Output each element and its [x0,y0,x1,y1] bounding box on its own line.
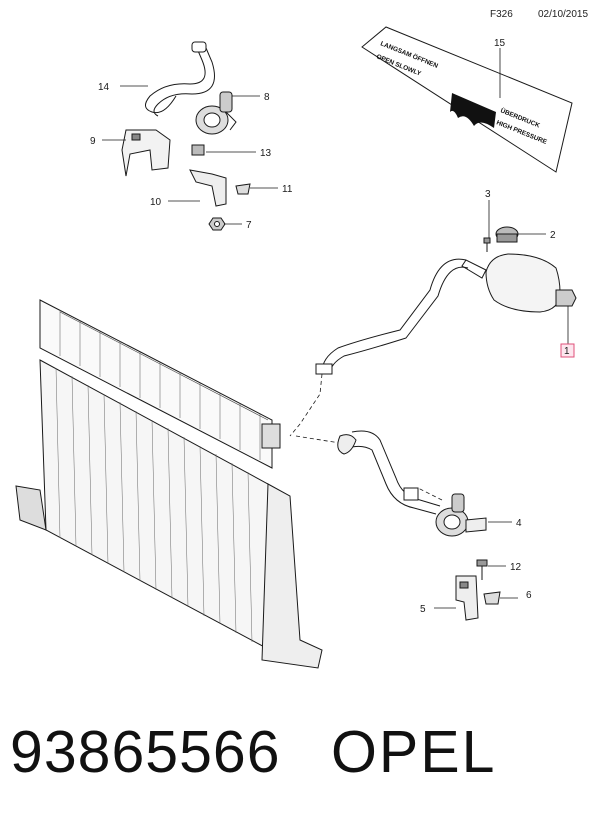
callout-1-highlight [560,343,575,358]
aux-water-pump-4 [435,493,487,537]
clip-6 [483,591,501,605]
leader-lines [102,48,569,609]
diagram-date: 02/10/2015 [538,9,589,20]
callout-2[interactable]: 2 [550,230,556,241]
callout-1[interactable]: 1 [564,346,570,357]
bracket-10 [189,169,227,207]
parts-diagram: LANGSAM ÖFFNEN OPEN SLOWLY ÜBERDRUCK HIG… [15,26,577,669]
callout-10[interactable]: 10 [150,197,162,208]
bracket-9 [121,129,171,177]
callout-9[interactable]: 9 [90,136,96,147]
callout-15[interactable]: 15 [494,38,506,49]
callout-7[interactable]: 7 [246,220,252,231]
callout-12[interactable]: 12 [510,562,522,573]
nut-7 [208,217,226,231]
callout-14[interactable]: 14 [98,82,110,93]
callout-8[interactable]: 8 [264,92,270,103]
bolt-12 [476,559,488,580]
bracket-5 [455,575,479,621]
callout-4[interactable]: 4 [516,518,522,529]
radiator [39,299,281,469]
cap-2 [495,226,519,243]
connector-lines [289,373,443,501]
callout-6[interactable]: 6 [526,590,532,601]
clip-11 [235,183,251,195]
diagram-code: F326 [490,9,513,20]
lower-hose [337,430,441,515]
upper-hose-14 [145,41,215,117]
radiator-core [15,359,323,669]
clip-13 [191,144,205,156]
brand-name: OPEL [331,719,497,785]
part-number: 93865566 [10,719,281,785]
callout-5[interactable]: 5 [420,604,426,615]
tank-hose [315,258,469,375]
aux-water-pump-8 [195,91,237,135]
callout-3[interactable]: 3 [485,189,491,200]
callout-13[interactable]: 13 [260,148,272,159]
screw-3 [483,237,491,252]
callout-11[interactable]: 11 [282,184,293,195]
warning-label: LANGSAM ÖFFNEN OPEN SLOWLY ÜBERDRUCK HIG… [361,26,573,173]
expansion-tank-1 [461,253,577,313]
